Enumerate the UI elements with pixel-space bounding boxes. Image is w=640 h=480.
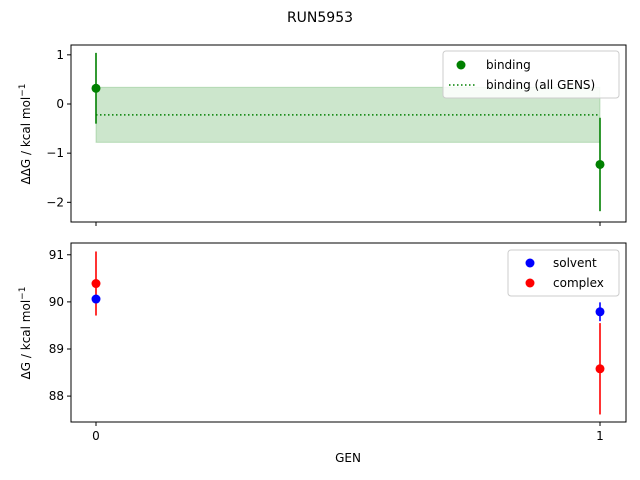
free-energy-panel-marks (91, 251, 605, 415)
legend-binding-marker (456, 60, 466, 70)
binding-panel: 10−1−2 ΔΔG / kcal mol−1 binding binding … (18, 44, 627, 226)
figure-title: RUN5953 (287, 10, 353, 26)
legend-binding-all-gens-label: binding (all GENS) (486, 78, 595, 92)
legend-solvent-label: solvent (553, 256, 597, 270)
legend-binding-label: binding (486, 58, 531, 72)
free-energy-panel-legend: solvent complex (507, 249, 620, 297)
y-tick-label: −1 (46, 146, 64, 160)
y-label-superscript: −1 (18, 83, 28, 96)
y-label-main: ΔG / kcal mol (19, 300, 33, 380)
legend-complex-marker (525, 278, 535, 288)
binding-panel-y-ticks: 1 0 −1 −2 (46, 48, 71, 209)
y-tick-label: −2 (46, 195, 64, 209)
solvent-point (91, 294, 101, 304)
y-label-superscript: −1 (18, 287, 28, 300)
binding-panel-frame (70, 44, 627, 223)
free-energy-panel-y-ticks: 91 90 89 88 (49, 248, 71, 403)
binding-panel-x-ticks (95, 222, 601, 226)
complex-point (595, 364, 605, 374)
y-tick-label: 89 (49, 342, 64, 356)
y-tick-label: 0 (56, 97, 64, 111)
legend-box (507, 249, 620, 297)
y-tick-label: 90 (49, 295, 64, 309)
y-label-main: ΔΔG / kcal mol (19, 97, 33, 185)
binding-panel-marks (91, 52, 605, 212)
free-energy-panel-frame (70, 242, 627, 423)
binding-panel-y-label: ΔΔG / kcal mol−1 (18, 83, 33, 184)
legend-box (442, 50, 620, 99)
binding-point (91, 83, 101, 93)
binding-point (595, 159, 605, 169)
solvent-point (595, 307, 605, 317)
y-tick-label: 88 (49, 389, 64, 403)
legend-complex-label: complex (553, 276, 604, 290)
binding-panel-legend: binding binding (all GENS) (442, 50, 620, 99)
x-tick-label: 0 (92, 429, 100, 443)
complex-point (91, 279, 101, 289)
legend-solvent-marker (525, 258, 535, 268)
x-axis-label: GEN (335, 451, 361, 465)
y-tick-label: 1 (56, 48, 64, 62)
free-energy-panel-y-label: ΔG / kcal mol−1 (18, 287, 33, 380)
y-tick-label: 91 (49, 248, 64, 262)
x-tick-label: 1 (596, 429, 604, 443)
